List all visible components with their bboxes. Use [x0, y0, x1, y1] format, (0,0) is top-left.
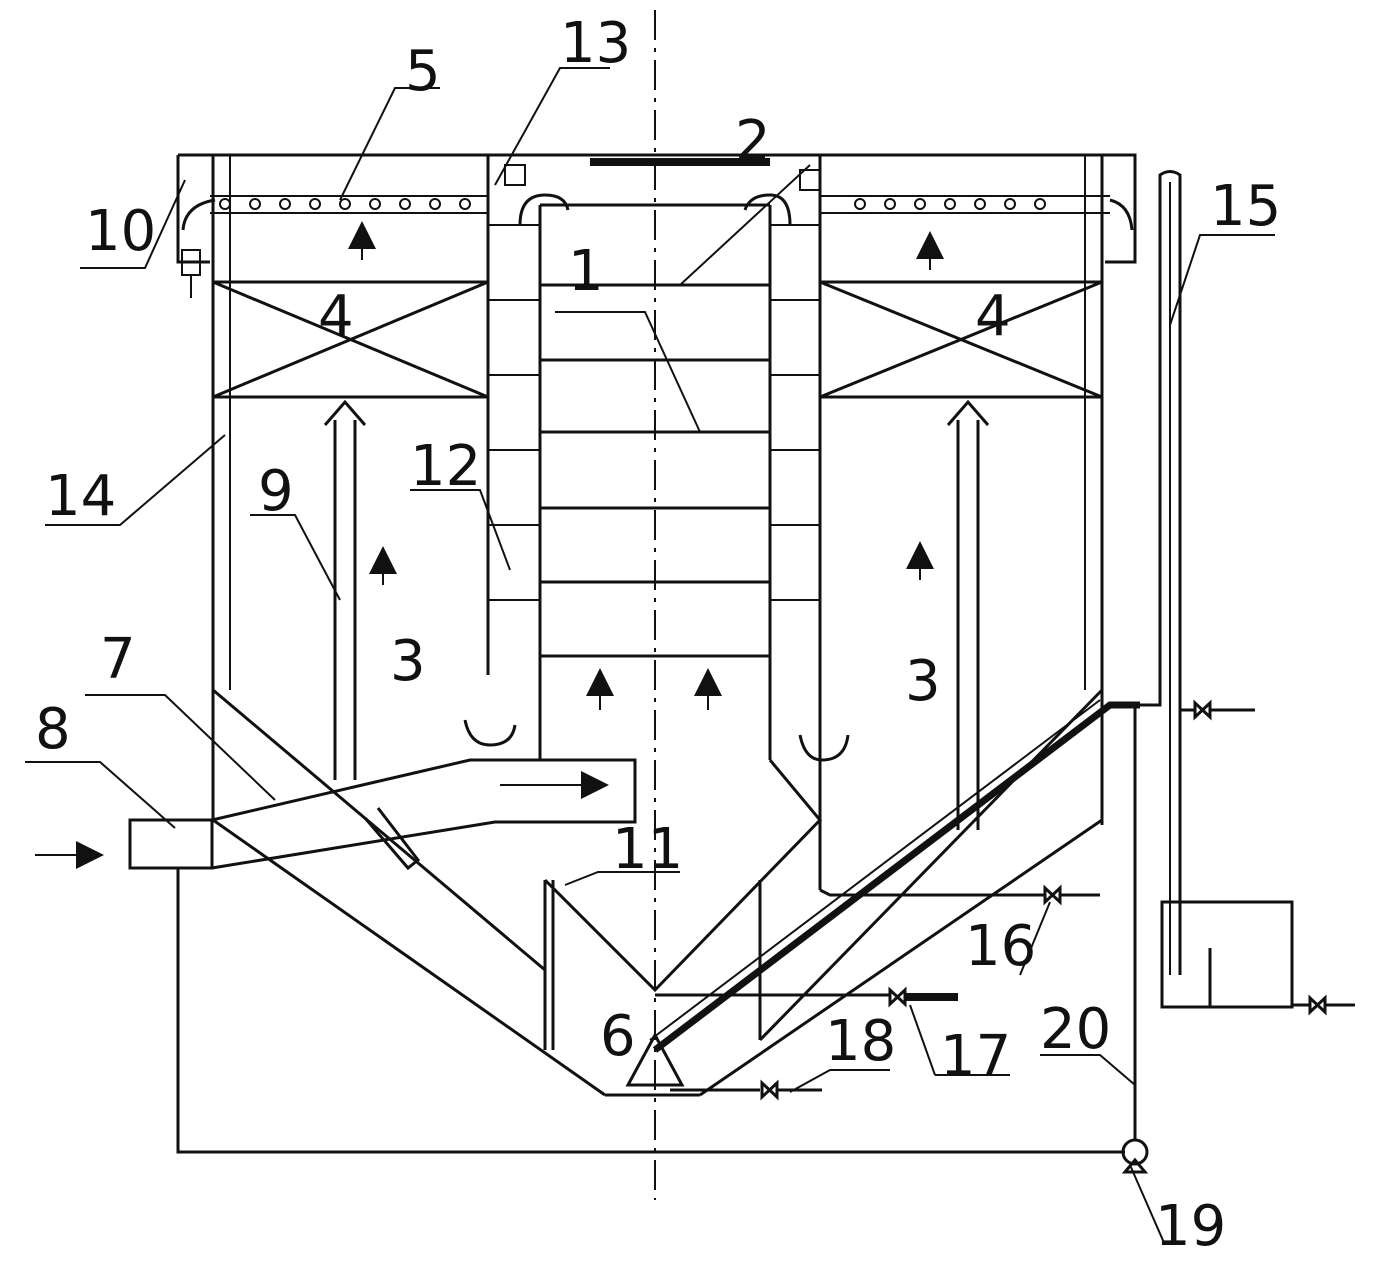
valve-icon	[1193, 699, 1212, 721]
label-4: 4	[318, 284, 354, 349]
column-taper	[543, 759, 823, 993]
collector-pipe-left	[210, 195, 488, 214]
sludge-hopper	[212, 688, 1104, 1097]
pipe-15	[1140, 170, 1182, 975]
hole-icon	[279, 198, 291, 210]
label-14: 14	[45, 464, 116, 529]
label-15: 15	[1210, 174, 1281, 239]
top-plate	[590, 158, 770, 166]
reaction-column	[486, 155, 822, 890]
leader-lines	[25, 67, 1275, 1246]
valve-icon	[888, 986, 907, 1008]
riser-pipe-right	[946, 399, 990, 830]
pipe-16	[819, 888, 1045, 897]
label-6: 6	[600, 1004, 636, 1069]
pump-icon	[1121, 1138, 1149, 1166]
label-4: 4	[975, 284, 1011, 349]
valve-icon	[1043, 884, 1062, 906]
label-8: 8	[35, 697, 71, 762]
hole-icon	[369, 198, 381, 210]
riser-pipe-left	[323, 399, 367, 780]
hole-icon	[884, 198, 896, 210]
hole-icon	[854, 198, 866, 210]
valve-icon	[1308, 994, 1327, 1016]
hook-icon	[463, 719, 517, 747]
label-9: 9	[258, 459, 294, 524]
tank-rim	[176, 153, 1137, 264]
drain-stub	[363, 807, 421, 871]
hole-icon	[914, 198, 926, 210]
label-3: 3	[390, 629, 426, 694]
discharge-pipe	[649, 699, 1101, 1041]
hook-icon	[743, 193, 792, 226]
hook-icon	[518, 193, 570, 226]
hole-icon	[339, 198, 351, 210]
label-7: 7	[100, 627, 136, 692]
label-13: 13	[560, 11, 631, 76]
hook-icon	[181, 198, 216, 231]
sludge-cone	[625, 1031, 685, 1087]
hook-icon	[1109, 198, 1134, 231]
base-line	[176, 868, 1125, 1154]
hook-icon	[798, 734, 850, 762]
hole-icon	[249, 198, 261, 210]
top-flange	[799, 169, 821, 191]
dosing-tank	[1160, 900, 1294, 1009]
hole-icon	[219, 198, 231, 210]
collector-pipe-right	[820, 195, 1110, 214]
label-3: 3	[905, 649, 941, 714]
hole-icon	[399, 198, 411, 210]
label-18: 18	[825, 1009, 896, 1074]
label-16: 16	[965, 914, 1036, 979]
inlet-pipe	[128, 758, 637, 870]
label-19: 19	[1155, 1194, 1226, 1259]
flow-arrows	[35, 221, 944, 869]
hole-icon	[944, 198, 956, 210]
valve-icon	[760, 1079, 779, 1101]
hole-icon	[309, 198, 321, 210]
label-12: 12	[410, 434, 481, 499]
label-20: 20	[1040, 997, 1111, 1062]
label-5: 5	[405, 39, 441, 104]
collector-holes	[219, 198, 1046, 210]
hole-icon	[974, 198, 986, 210]
hole-icon	[429, 198, 441, 210]
hole-icon	[459, 198, 471, 210]
label-10: 10	[85, 199, 156, 264]
discharge-pipe	[652, 701, 1140, 1053]
top-flange	[504, 164, 526, 186]
label-17: 17	[940, 1024, 1011, 1089]
plate-zone-right	[818, 280, 1104, 399]
hole-icon	[1034, 198, 1046, 210]
label-11: 11	[612, 817, 683, 882]
label-2: 2	[735, 109, 771, 174]
label-1: 1	[568, 239, 604, 304]
column-baffles	[488, 224, 820, 658]
hole-icon	[1004, 198, 1016, 210]
